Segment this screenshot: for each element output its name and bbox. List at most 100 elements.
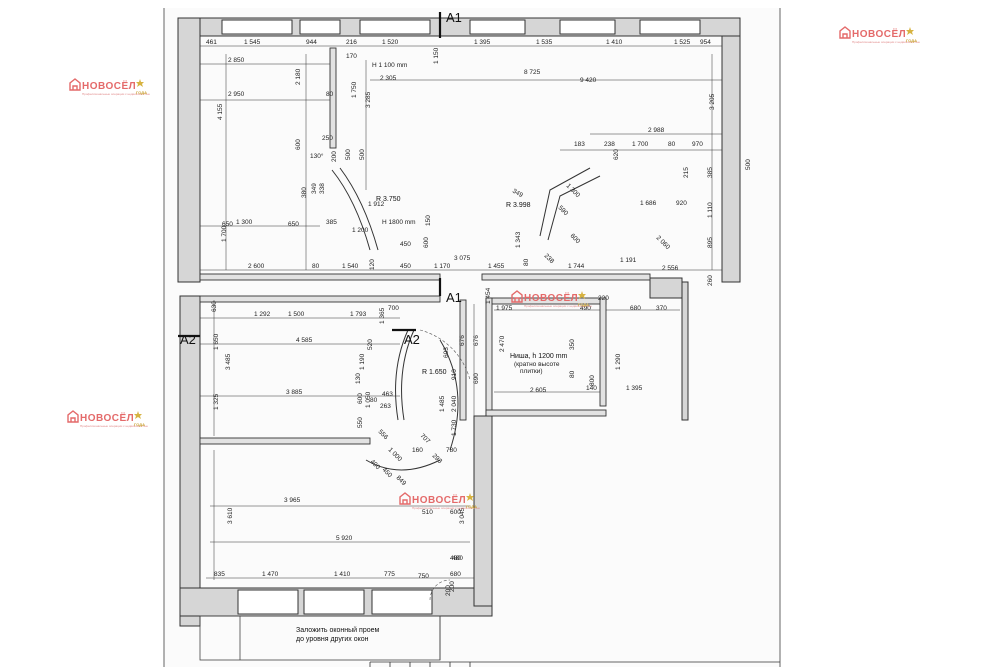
dimension-label: 1 975 <box>496 305 513 312</box>
dimension-label: 600 <box>423 237 430 248</box>
watermark-badge: ГОДА <box>906 38 917 43</box>
dimension-label: 250 <box>322 135 333 142</box>
dimension-label: 2 556 <box>662 265 679 272</box>
dimension-label: 680 <box>450 571 461 578</box>
bottom-windows <box>237 589 433 615</box>
dimension-label: 630 <box>211 301 218 312</box>
dimension-label: 1 191 <box>620 257 637 264</box>
dimension-label: 650 <box>222 221 233 228</box>
watermark-tagline: Профессиональные операции с недвижимость… <box>852 40 921 44</box>
house-icon <box>511 290 523 303</box>
dimension-label: 80 <box>569 370 576 378</box>
dimension-label: 370 <box>656 305 667 312</box>
dimension-label: 5 920 <box>336 535 353 542</box>
dimension-label: 220 <box>598 295 609 302</box>
dimension-label: 150 <box>425 215 432 226</box>
dimension-label: 9 420 <box>580 77 597 84</box>
dimension-label: 500 <box>345 149 352 160</box>
dimension-label: 944 <box>306 39 317 46</box>
dimension-label: 490 <box>580 305 591 312</box>
dimension-label: 500 <box>745 159 752 170</box>
dimension-label: 1 485 <box>439 395 446 412</box>
dimension-label: 603 <box>443 347 450 358</box>
dimension-label: 1 750 <box>351 81 358 98</box>
dimension-label: 620 <box>613 149 620 160</box>
watermark-badge: ГОДА <box>134 422 145 427</box>
section-mark-a1-top: A1 <box>446 10 462 25</box>
dimension-label: 263 <box>380 403 391 410</box>
dimension-label: 690 <box>473 373 480 384</box>
dimension-label: 700 <box>388 305 399 312</box>
dimension-label: 160 <box>412 447 423 454</box>
dimension-label: 1 110 <box>707 202 714 218</box>
watermark-badge: ГОДА <box>466 504 477 509</box>
dimension-label: 500 <box>359 149 366 160</box>
section-marks: A1 A1 A2 A2 <box>178 10 462 347</box>
dimension-label: 600 <box>357 393 364 404</box>
dimension-label: 510 <box>422 509 433 516</box>
notes: H 1 100 mm H 1800 mm R 3.750 R 3.998 R 1… <box>296 62 568 643</box>
note-h1100: H 1 100 mm <box>372 62 407 69</box>
award-star-icon <box>134 411 142 419</box>
dimension-lines <box>200 45 722 580</box>
dimension-label: 80 <box>668 141 676 148</box>
award-star-icon <box>466 493 474 501</box>
award-star-icon <box>906 27 914 35</box>
dimension-label: 3 965 <box>284 497 301 504</box>
watermark-brand: НОВОСЁЛ <box>80 411 134 424</box>
section-mark-a2-left: A2 <box>180 332 196 347</box>
dimension-label: 550 <box>357 417 364 428</box>
dimension-label: 385 <box>326 219 337 226</box>
award-star-icon <box>136 79 144 87</box>
dimension-label: 2 305 <box>380 75 397 82</box>
dimension-label: 520 <box>367 339 374 350</box>
section-mark-a1-mid: A1 <box>446 290 462 305</box>
note-r1650: R 1.650 <box>422 369 447 376</box>
dimension-label: 1 150 <box>433 47 440 64</box>
dimension-label: 3 205 <box>709 93 716 110</box>
watermark-tagline: Профессиональные операции с недвижимость… <box>80 424 149 428</box>
paper-sheet <box>164 8 780 667</box>
dimension-label: 2 180 <box>295 68 302 85</box>
dimension-label: 480 <box>452 555 463 562</box>
note-h1800: H 1800 mm <box>382 219 416 226</box>
dimension-label: 80 <box>312 263 320 270</box>
dimension-label: 835 <box>214 571 225 578</box>
dimension-label: 1 050 <box>365 391 372 408</box>
watermark-brand: НОВОСЁЛ <box>852 27 906 40</box>
dimension-label: 349 <box>511 188 524 200</box>
dimension-label: 676 <box>473 335 480 346</box>
dimension-label: 600 <box>450 509 461 516</box>
dimension-label: 2 600 <box>248 263 265 270</box>
dimension-label: 1 343 <box>515 231 522 248</box>
dimension-label: 895 <box>707 237 714 248</box>
dimension-label: 130 <box>355 373 362 384</box>
dimension-label: 3 885 <box>286 389 303 396</box>
dimension-label: 1 744 <box>568 263 585 270</box>
dimension-label: 130° <box>310 152 324 160</box>
dimension-label: 750 <box>418 573 429 580</box>
dimension-label: 3 485 <box>225 353 232 370</box>
section-mark-a2-mid: A2 <box>404 332 420 347</box>
dimension-label: 1 395 <box>626 385 643 392</box>
dimension-label: 4 155 <box>217 103 224 120</box>
watermark-tagline: Профессиональные операции с недвижимость… <box>82 92 151 96</box>
watermark-badge: ГОДА <box>578 302 589 307</box>
dimension-label: 80 <box>523 258 530 266</box>
dimension-label: 775 <box>384 571 395 578</box>
dimension-label: 1 535 <box>536 39 553 46</box>
dimension-label: 1 410 <box>334 571 351 578</box>
dimension-label: 600 <box>295 139 302 150</box>
dimension-label: 2 950 <box>228 91 245 98</box>
dimension-label: 8 725 <box>524 69 541 76</box>
door-swings <box>419 329 471 601</box>
dimension-label: 461 <box>206 39 217 46</box>
curved-walls <box>331 167 601 471</box>
dimension-label: 1 470 <box>262 571 279 578</box>
